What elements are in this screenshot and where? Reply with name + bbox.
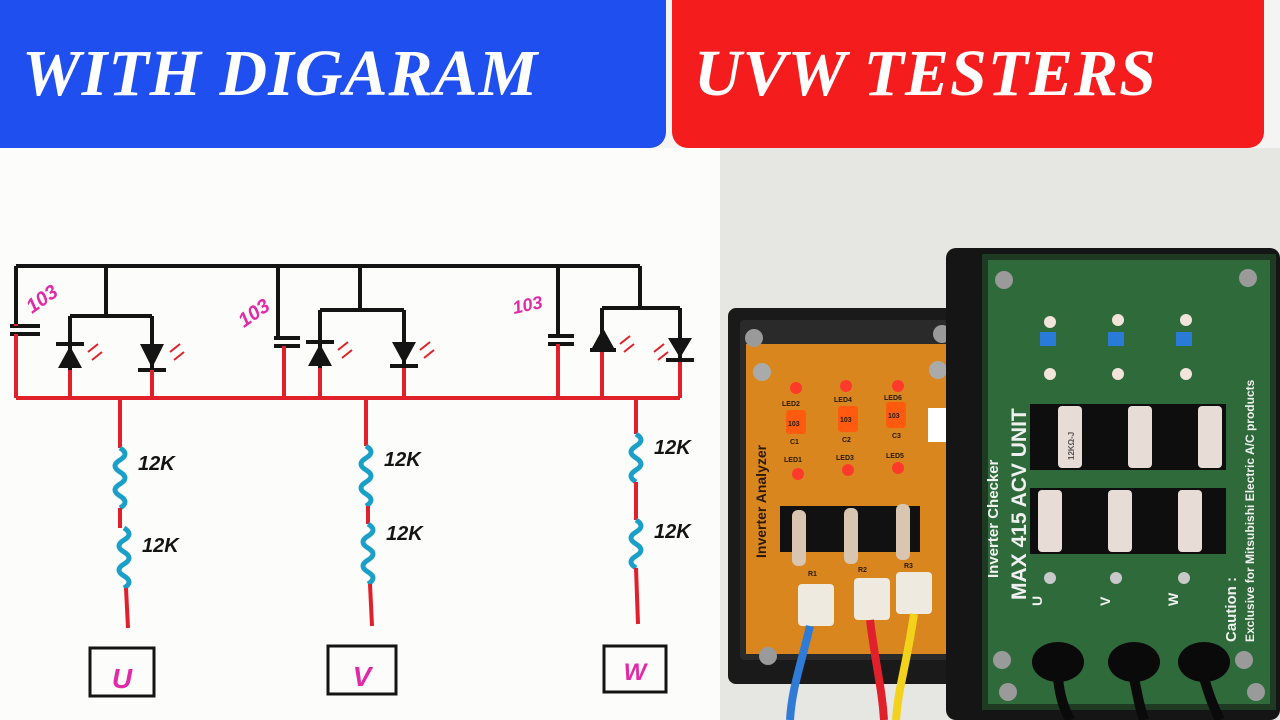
analyzer-cap-mark-3: 103 [888,413,900,420]
terminal-label-u: U [112,663,133,694]
banner-right: UVW TESTERS [672,0,1264,148]
resistor-label-6: 12K [654,521,692,543]
circuit-diagram: 103 103 103 12K 12K 12K 12K 12K 12K U V … [10,264,694,698]
banner-left-text: WITH DIGARAM [22,37,539,110]
checker-resistor-label: 12KΩ-J [1067,432,1076,460]
resistor-label-4: 12K [386,523,424,545]
analyzer-led-label-5: LED5 [886,453,904,460]
section-v [274,266,435,696]
capacitor-label-1: 103 [22,281,62,318]
checker-terminal-u: U [1029,596,1045,606]
analyzer-led-label-6: LED6 [884,395,902,402]
resistor-label-1: 12K [138,453,176,475]
resistor-label-2: 12K [142,535,180,557]
analyzer-led-label-4: LED4 [834,397,852,404]
checker-caution-title: Caution : [1223,577,1240,642]
checker-terminal-v: V [1097,596,1113,606]
inverter-analyzer-device: Inverter Analyzer LED2 LED4 LED6 103 103… [728,308,972,720]
analyzer-led-label-3: LED3 [836,455,854,462]
analyzer-led-label-2: LED2 [782,401,800,408]
capacitor-label-2: 103 [234,295,274,332]
checker-caution-text: Exclusive for Mitsubishi Electric A/C pr… [1243,379,1257,642]
terminal-label-v: V [353,661,374,692]
resistor-label-5: 12K [654,437,692,459]
resistor-label-3: 12K [384,449,422,471]
checker-line2: MAX 415 ACV UNIT [1008,408,1031,600]
analyzer-cap-mark-2: 103 [840,417,852,424]
circuit-diagram-board: 103 103 103 12K 12K 12K 12K 12K 12K U V … [0,148,730,720]
checker-line1: Inverter Checker [985,459,1002,578]
section-u [10,266,185,698]
tester-devices-photo: Inverter Analyzer LED2 LED4 LED6 103 103… [720,148,1280,720]
terminal-label-w: W [624,659,649,686]
checker-terminal-w: W [1165,592,1181,606]
analyzer-cap-3: C3 [892,433,901,440]
analyzer-r3: R3 [904,563,913,570]
analyzer-title: Inverter Analyzer [753,444,769,558]
analyzer-cap-1: C1 [790,439,799,446]
capacitor-label-3: 103 [511,292,545,318]
analyzer-r1: R1 [808,571,817,578]
banner-right-text: UVW TESTERS [694,37,1157,110]
banner-left: WITH DIGARAM [0,0,666,148]
analyzer-cap-mark-1: 103 [788,421,800,428]
section-w [548,306,694,694]
analyzer-led-label-1: LED1 [784,457,802,464]
tester-devices: Inverter Analyzer LED2 LED4 LED6 103 103… [720,148,1280,720]
inverter-checker-device: Inverter Checker MAX 415 ACV UNIT Cautio… [946,248,1280,720]
analyzer-cap-2: C2 [842,437,851,444]
analyzer-r2: R2 [858,567,867,574]
